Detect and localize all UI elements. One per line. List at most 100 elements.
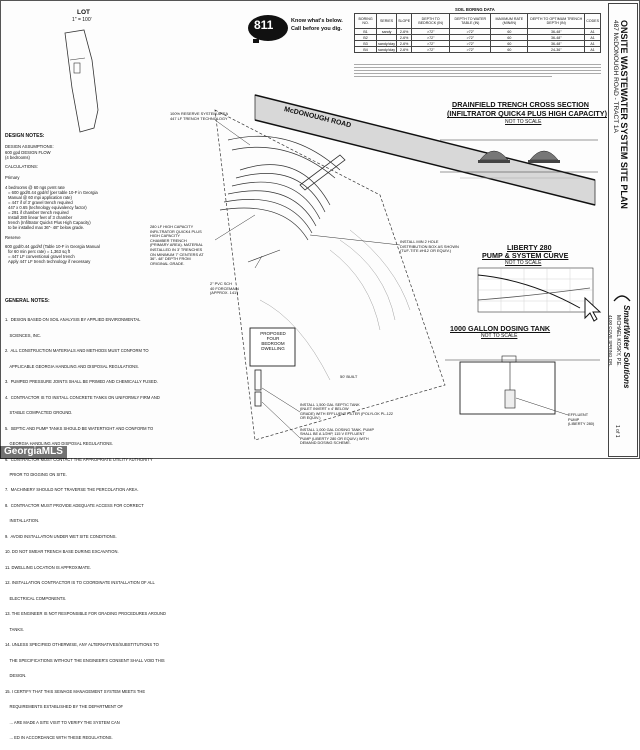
lot-scale: 1" = 100': [72, 17, 92, 23]
note-line: INSTALLATION.: [5, 518, 40, 524]
pump-curve-title: LIBERTY 280: [507, 243, 552, 252]
note-line: 14. UNLESS SPECIFIED OTHERWISE, ANY ALTE…: [5, 642, 159, 648]
design-assumptions-title: DESIGN ASSUMPTIONS:: [5, 144, 54, 149]
pump-curve-scale: NOT TO SCALE: [505, 260, 542, 266]
dbox-callout: INSTALL MIN 2 HOLE DISTRIBUTION BOX AS S…: [400, 239, 459, 254]
cell: 24-36": [527, 46, 586, 53]
title-block: [608, 3, 638, 457]
septic-tank-callout: INSTALL 1,500 GAL SEPTIC TANK (INLET INV…: [300, 403, 393, 421]
dwelling-label: PROPOSED FOUR BEDROOM DWELLING: [255, 331, 291, 351]
callout-line: (TUF-TITE #H12 OR EQUIV.): [400, 248, 452, 254]
primary-line: trench (Infiltrator Quick4 Plus High Cap…: [8, 220, 91, 225]
primary-line: to be installed max 36"- 48" below grade…: [8, 225, 85, 230]
call-811-badge: 811 Know what's below. Call before you d…: [245, 13, 345, 43]
badge-line1: Know what's below.: [291, 18, 343, 24]
note-line: GEORGIA HANDLING AND DISPOSAL REGULATION…: [5, 441, 114, 447]
note-line: REQUIREMENTS ESTABLISHED BY THE DEPARTME…: [5, 704, 124, 710]
cursor-arrow-icon: [584, 296, 602, 322]
lot-outline: [64, 29, 99, 133]
label-line: (LIBERTY 280): [568, 421, 595, 426]
label-line: DWELLING: [261, 346, 285, 351]
reserve-line: 600 gpd/0.44 gpd/sf (Table 10-F in Georg…: [5, 244, 100, 249]
callout-line: ON MINIMUM 7' CENTERS AT: [150, 251, 204, 257]
callout-line: INSTALL 1,500 GAL SEPTIC TANK: [300, 403, 360, 407]
note-line: THE SPECIFICATIONS WITHOUT THE ENGINEER'…: [5, 657, 165, 663]
primary-line: = 600 gpd/0.44 gpd/sf (per table 10-F in…: [8, 190, 98, 195]
company-name: SmartWater Solutions: [622, 305, 631, 389]
callout-line: 2" PVC SCH: [210, 281, 232, 286]
callout-line: DEMAND DOSING SCHEME.: [300, 441, 351, 446]
cell: B4: [353, 46, 378, 53]
callout-line: INSTALL MIN 2 HOLE: [400, 239, 439, 244]
note-line: PRIOR TO DIGGING ON SITE.: [5, 472, 67, 477]
property-line: [214, 109, 446, 441]
pump-curve-subtitle: PUMP & SYSTEM CURVE: [482, 251, 569, 260]
trench-section-title: DRAINFIELD TRENCH CROSS SECTION: [452, 100, 589, 109]
note-line: 8. CONTRACTOR MUST PROVIDE ADEQUATE ACCE…: [5, 502, 144, 508]
note-line: 9. AVOID INSTALLATION UNDER WET SITE CON…: [5, 533, 117, 539]
title-block-address: 487 McDONOUGH ROAD - TRACT 1A: [612, 20, 619, 133]
septic-tank: [254, 369, 262, 391]
soil-header: DEPTH TO BEDROCK (IN): [411, 13, 451, 29]
reserve-line: for 60 min perc rate) = 1,363 sq ft: [8, 249, 71, 254]
note-line: ... ED IN ACCORDANCE WITH THESE REGULATI…: [5, 734, 113, 740]
callout-line: SHALL BE A 1/2HP, 115 V EFFLUENT: [300, 432, 365, 437]
reserve-area-callout: 100% RESERVE SYSTEM AREA 447 LF TRENCH T…: [170, 111, 228, 121]
cell: 60: [490, 46, 529, 53]
cell: >72": [449, 46, 492, 53]
note-line: 11. DWELLING LOCATION IS APPROXIMATE.: [5, 564, 91, 570]
note-line: 3. PUMPED PRESSURE JOINTS SHALL BE PRIME…: [5, 379, 158, 385]
soil-table-title: SOIL BORING DATA: [455, 7, 495, 12]
callout-line: CHAMBER TRENCH: [150, 237, 187, 243]
trench-lines: [219, 135, 341, 241]
callout-line: INFILTRATOR QUICK4 PLUS: [150, 228, 202, 234]
cell: >72": [411, 46, 451, 53]
label-line: PUMP: [568, 416, 580, 422]
reserve-line: Apply 447 LF trench technology if necess…: [8, 259, 91, 264]
leader-lines: [214, 119, 401, 439]
callout-line: 447 LF TRENCH TECHNOLOGY: [170, 115, 228, 121]
soil-boring-table: BORING NO. SERIES SLOPE DEPTH TO BEDROCK…: [353, 13, 601, 53]
driveway: [299, 154, 346, 191]
calculations-title: CALCULATIONS:: [5, 164, 38, 169]
engineer-address: 4100 COVE SPRING DR.: [608, 315, 613, 367]
dosing-detail-title: 1000 GALLON DOSING TANK: [450, 324, 551, 333]
shovel-icon: [248, 15, 288, 43]
label-line: BEDROOM: [261, 341, 285, 346]
callout-line: (INLET INVERT ± 4' BELOW: [300, 407, 349, 412]
trench-section-subtitle: (INFILTRATOR QUICK4 PLUS HIGH CAPACITY): [447, 109, 607, 118]
callout-line: 280 LF HIGH CAPACITY: [150, 224, 194, 229]
dosing-tank-detail: [445, 355, 600, 416]
forcemain-line: [247, 249, 281, 263]
general-notes-title: GENERAL NOTES:: [5, 298, 50, 304]
pump-curve-chart: [477, 267, 594, 313]
primary-line: 447 x 0.65 (technology equivalency facto…: [8, 205, 87, 210]
site-plan-drawing: [64, 29, 602, 441]
callout-line: 40 FORCEMAIN: [210, 285, 239, 291]
note-line: 2. ALL CONSTRUCTION MATERIALS AND METHOD…: [5, 348, 149, 354]
callout-line: ORIGINAL GRADE.: [150, 260, 185, 266]
note-line: 4. CONTRACTOR IS TO INSTALL CONCRETE TAN…: [5, 394, 160, 400]
primary-title: Primary: [5, 175, 20, 180]
reserve-line: = 447 LF conventional gravel trench: [8, 254, 75, 259]
note-line: ELECTRICAL COMPONENTS.: [5, 595, 67, 601]
callout-line: GRADE) WITH EFFLUENT FILTER (POLYLOK PL-…: [300, 411, 394, 416]
sheet-number: 1 of 1: [614, 425, 620, 438]
note-line: 7. MACHINERY SHOULD NOT TRAVERSE THE PER…: [5, 487, 139, 493]
label-line: PROPOSED: [260, 331, 286, 336]
primary-area-callout: 280 LF HIGH CAPACITY INFILTRATOR QUICK4 …: [150, 224, 204, 266]
dosing-pump-label: EFFLUENT PUMP (LIBERTY 280): [568, 412, 595, 427]
note-line: DESIGN.: [5, 673, 27, 679]
note-line: ... ARE MADE A SITE VISIT TO VERIFY THE …: [5, 719, 120, 725]
cell: A1: [584, 46, 601, 53]
lot-title: LOT: [77, 9, 90, 16]
badge-line2: Call before you dig.: [291, 26, 343, 32]
note-line: SCIENCES, INC.: [5, 332, 41, 338]
primary-line: 4 bedrooms @ 60 ngs pvmt rate: [5, 185, 65, 190]
note-line: 15. I CERTIFY THAT THIS SEWAGE MANAGEMEN…: [5, 688, 146, 694]
note-line: 10. DO NOT SMEAR TRENCH BASE DURING EXCA…: [5, 549, 119, 555]
trench-section-scale: NOT TO SCALE: [505, 119, 542, 125]
callout-line: INSTALL 1,000 GAL DOSING TANK. PUMP: [300, 428, 374, 432]
callout-line: PUMP (LIBERTY 280 OR EQUIV.) WITH: [300, 436, 369, 441]
